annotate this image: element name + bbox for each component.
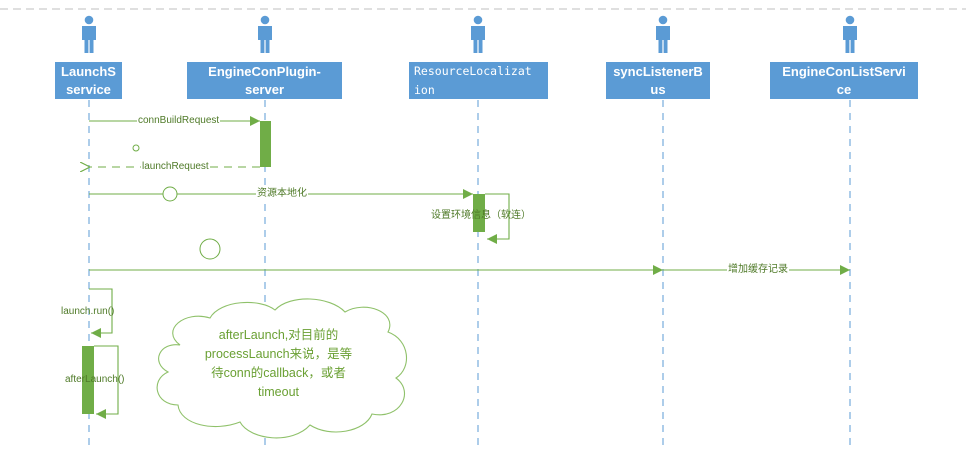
decorative-circle [162, 186, 178, 202]
decorative-circle [199, 238, 221, 260]
person-icon [258, 15, 272, 53]
person-icon [82, 15, 96, 53]
decorative-circle [132, 144, 140, 152]
actor-label-line: EngineConListServi [782, 63, 906, 79]
message-afterlaunch-self [94, 345, 119, 419]
actor-label-line: us [650, 81, 666, 97]
note-text: afterLaunch,对目前的 processLaunch来说，是等 待con… [196, 326, 361, 402]
message-label-set-env: 设置环境信息（软连） [431, 210, 531, 221]
message-label-launchrequest: launchRequest [141, 161, 210, 173]
actor-label-line: service [66, 81, 111, 97]
note-line: 待conn的callback，或者 [211, 366, 346, 380]
message-label-resource-localization: 资源本地化 [256, 188, 308, 200]
person-icon [656, 15, 670, 53]
message-set-env-self [485, 193, 510, 244]
note-cloud [156, 298, 408, 439]
actor-engineconplugin-server[interactable]: EngineConPlugin- server [187, 62, 342, 99]
message-label-add-cache-record: 增加缓存记录 [727, 264, 789, 276]
actor-engineconlistservice[interactable]: EngineConListServi ce [770, 62, 918, 99]
note-line: afterLaunch,对目前的 [218, 328, 339, 342]
note-line: processLaunch来说，是等 [204, 347, 353, 361]
message-launch-run-self [89, 288, 113, 338]
message-label-afterlaunch: afterLaunch() [65, 374, 125, 385]
message-label-launch-run: launch.run() [61, 306, 115, 317]
actor-label-line: ce [836, 81, 852, 97]
actor-label-line: ResourceLocalizat [414, 63, 532, 78]
actor-label-line: syncListenerB [613, 63, 703, 79]
person-icon [843, 15, 857, 53]
message-label-connbuildrequest: connBuildRequest [137, 115, 221, 127]
actor-launch-service[interactable]: LaunchS service [55, 62, 122, 99]
note-line: timeout [258, 385, 299, 399]
actor-resource-localization[interactable]: ResourceLocalizat ion [409, 62, 548, 99]
actor-label-line: ion [414, 82, 435, 97]
actor-label-line: EngineConPlugin- [208, 63, 321, 79]
activation-launch-afterlaunch [82, 346, 94, 414]
actor-label-line: server [244, 81, 285, 97]
actor-synclistenerbus[interactable]: syncListenerB us [606, 62, 710, 99]
activation-plugin [260, 121, 271, 167]
activation-resource [473, 194, 485, 232]
actor-label-line: LaunchS [61, 63, 116, 79]
person-icon [471, 15, 485, 53]
